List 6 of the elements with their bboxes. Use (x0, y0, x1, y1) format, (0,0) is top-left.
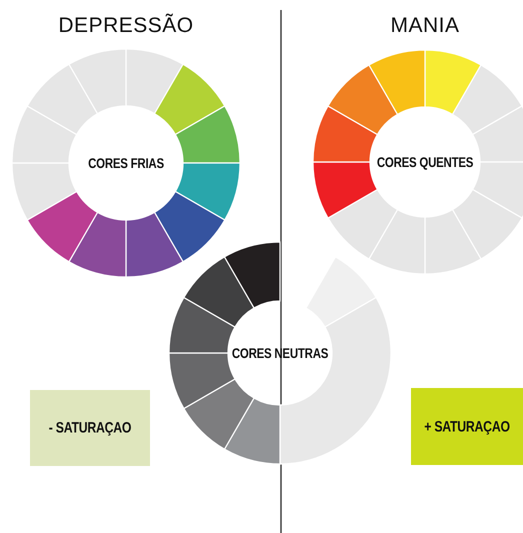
saturation-box (411, 388, 523, 465)
heading: DEPRESSÃO (58, 14, 194, 38)
heading: MANIA (390, 14, 460, 38)
saturation-label: - SATURAÇAO (48, 420, 132, 436)
saturation-box (30, 390, 150, 466)
saturation-label: + SATURAÇAO (424, 418, 510, 435)
